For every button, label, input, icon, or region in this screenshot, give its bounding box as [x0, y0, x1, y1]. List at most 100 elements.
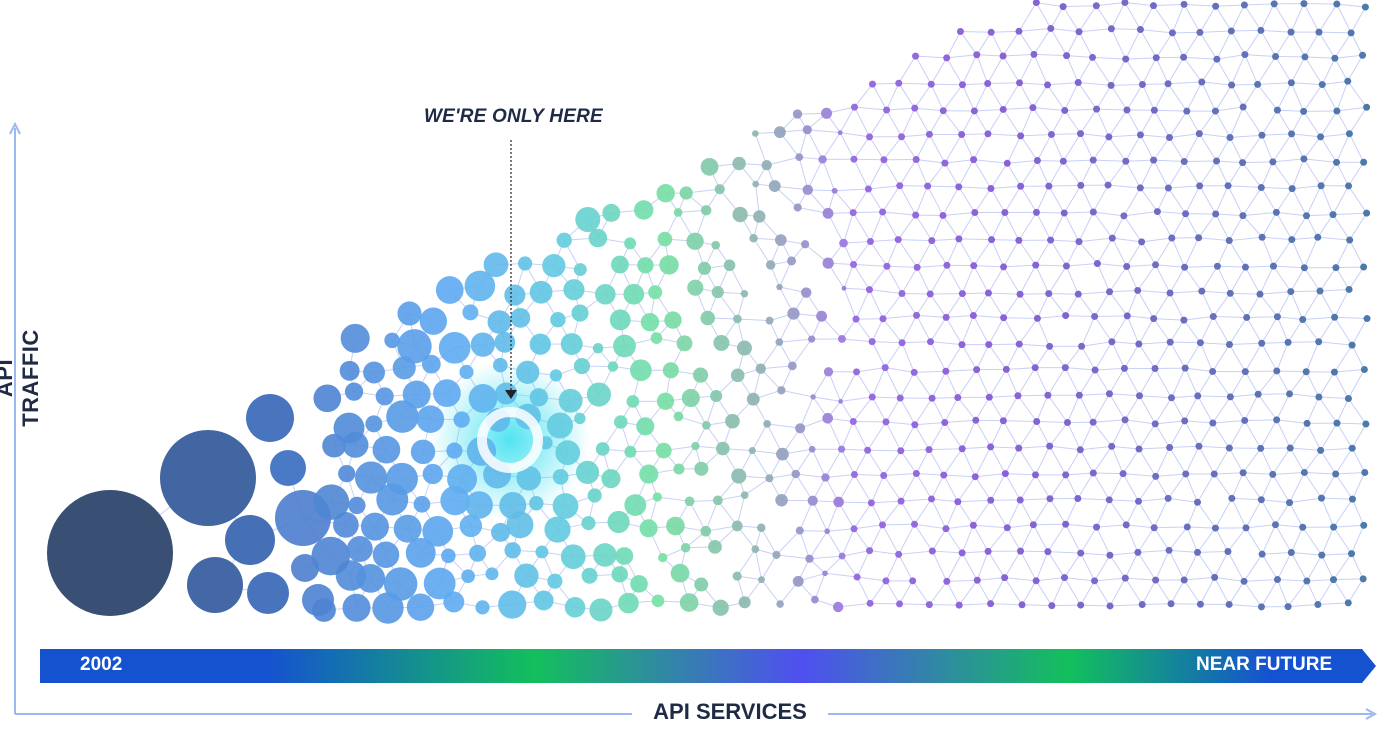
network-link: [799, 500, 814, 531]
network-node: [711, 286, 724, 299]
network-node: [773, 126, 786, 139]
network-link: [1138, 501, 1155, 529]
network-node: [1164, 80, 1172, 88]
network-link: [1212, 316, 1230, 345]
network-node: [1048, 602, 1056, 610]
network-link: [1005, 343, 1020, 370]
network-link: [806, 129, 824, 160]
network-node: [422, 515, 454, 547]
network-node: [749, 233, 758, 243]
network-link: [957, 369, 978, 398]
network-link: [1062, 133, 1081, 162]
network-node: [800, 287, 812, 298]
network-link: [840, 396, 873, 402]
network-link: [1261, 187, 1293, 190]
network-node: [833, 496, 844, 508]
network-link: [1139, 187, 1158, 212]
network-link: [853, 524, 883, 530]
network-node: [405, 537, 436, 568]
network-link: [1199, 32, 1218, 60]
network-link: [1032, 498, 1051, 526]
network-node: [1209, 313, 1217, 321]
network-link: [1094, 369, 1110, 395]
network-link: [1080, 185, 1094, 213]
network-node: [421, 354, 441, 374]
network-node: [1108, 234, 1116, 242]
network-link: [1348, 133, 1365, 163]
network-node: [1018, 601, 1026, 609]
x-axis-label: API SERVICES: [632, 699, 828, 725]
network-link: [1214, 472, 1244, 475]
network-node: [342, 593, 371, 622]
network-link: [1110, 2, 1126, 29]
network-node: [1075, 238, 1083, 246]
network-link: [1047, 82, 1079, 86]
network-link: [1228, 215, 1244, 241]
network-link: [1019, 343, 1050, 347]
network-link: [1170, 341, 1201, 344]
network-node: [824, 528, 830, 535]
network-link: [931, 498, 947, 529]
network-link: [871, 367, 886, 398]
network-link: [1020, 135, 1038, 161]
network-node: [1317, 494, 1325, 502]
network-link: [1005, 369, 1019, 396]
network-link: [1201, 265, 1218, 292]
network-link: [1336, 398, 1349, 424]
network-link: [1334, 58, 1349, 82]
network-link: [1245, 499, 1262, 529]
network-link: [1169, 445, 1199, 448]
network-link: [1153, 5, 1173, 34]
network-link: [840, 132, 870, 138]
network-link: [900, 473, 917, 502]
network-link: [973, 239, 992, 266]
network-link: [898, 239, 932, 242]
network-node: [1015, 340, 1023, 348]
y-axis-arrow-icon: [9, 121, 21, 135]
network-link: [1291, 111, 1305, 135]
network-node: [1047, 24, 1055, 32]
network-link: [1078, 291, 1110, 295]
network-link: [1080, 133, 1094, 161]
network-node: [1257, 444, 1265, 452]
network-node: [970, 107, 978, 115]
network-link: [882, 211, 899, 240]
network-link: [1317, 236, 1350, 241]
network-node: [1150, 315, 1158, 323]
network-link: [761, 579, 781, 605]
network-node: [822, 257, 834, 269]
network-node: [639, 464, 659, 484]
network-link: [841, 448, 868, 451]
network-link: [1276, 316, 1289, 343]
network-link: [753, 237, 772, 266]
network-link: [1243, 472, 1273, 475]
network-node: [711, 240, 721, 250]
network-link: [1289, 447, 1305, 473]
network-link: [1199, 342, 1214, 372]
network-link: [1111, 419, 1126, 447]
network-link: [1036, 211, 1065, 214]
network-link: [1033, 54, 1049, 86]
network-link: [1064, 577, 1082, 606]
network-link: [990, 446, 1019, 449]
network-link: [958, 159, 975, 188]
network-link: [1137, 264, 1156, 291]
network-link: [942, 84, 963, 111]
network-link: [1242, 84, 1259, 108]
network-link: [736, 548, 756, 577]
network-link: [1216, 266, 1231, 294]
network-node: [1287, 548, 1295, 556]
network-link: [1155, 579, 1172, 605]
network-link: [1035, 551, 1049, 581]
network-node: [955, 183, 963, 191]
network-link: [1050, 134, 1064, 162]
network-link: [736, 293, 745, 320]
network-link: [1318, 371, 1335, 398]
network-link: [1290, 527, 1304, 553]
network-node: [831, 187, 838, 194]
network-node: [776, 600, 784, 608]
network-link: [1245, 527, 1263, 555]
network-node: [1045, 290, 1053, 298]
network-node: [810, 394, 816, 400]
network-node: [787, 307, 800, 320]
